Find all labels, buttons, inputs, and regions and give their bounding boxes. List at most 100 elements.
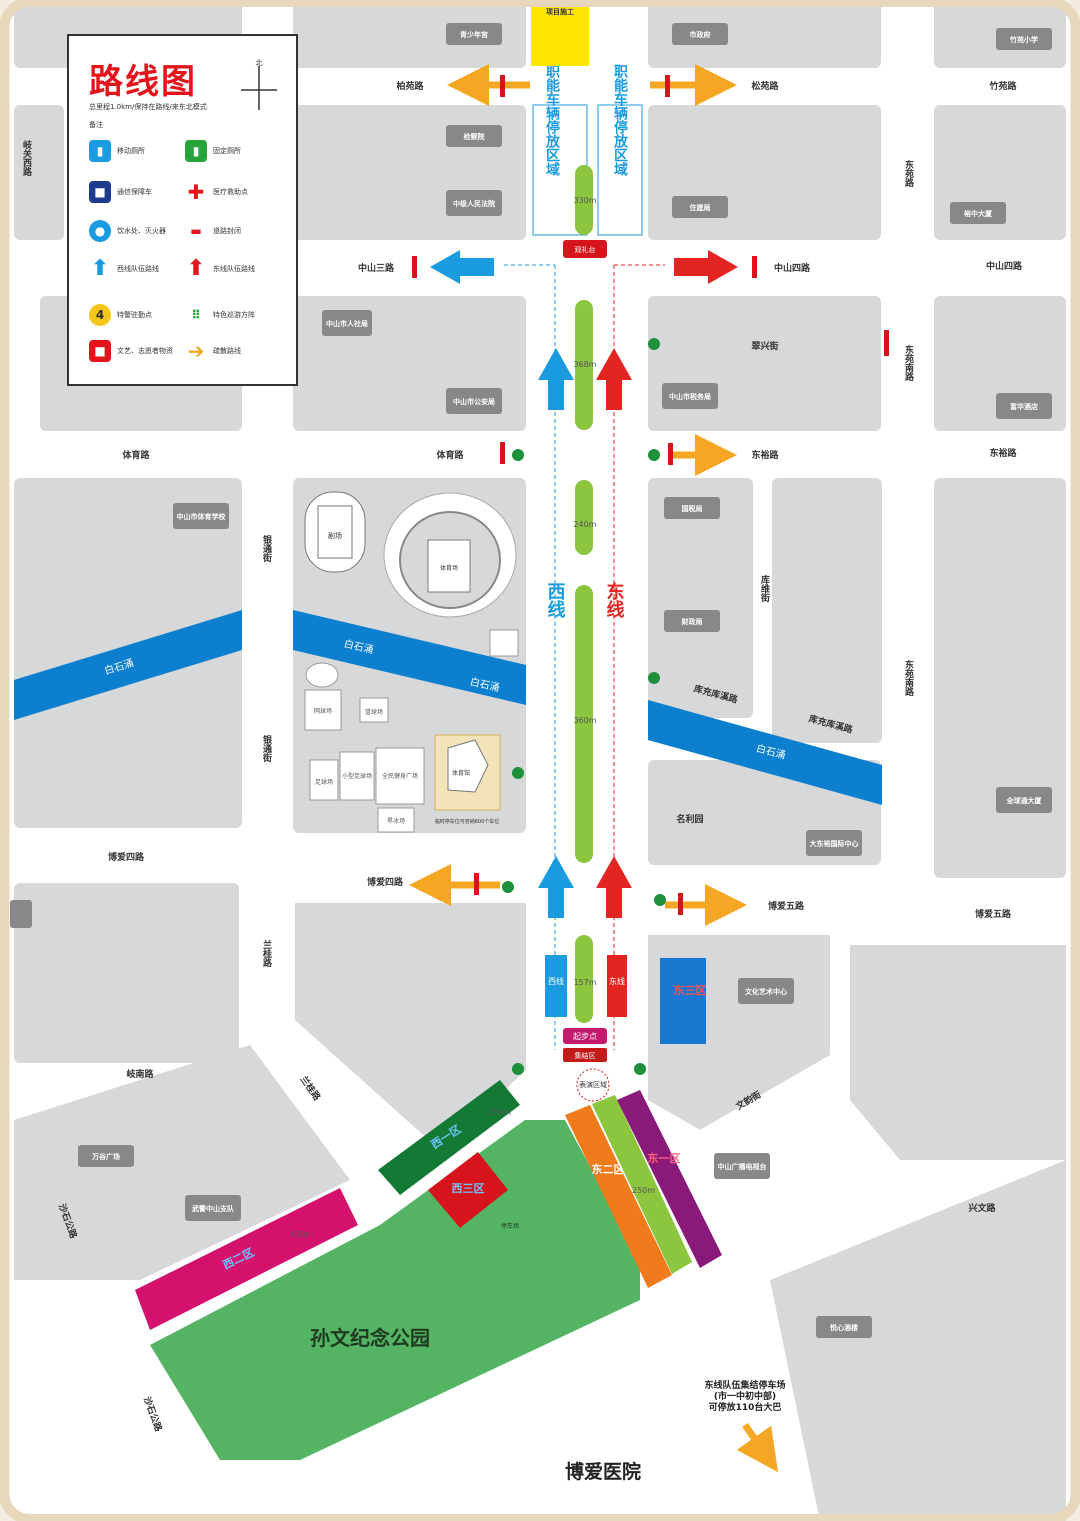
red-arrow-icon: ⬆ xyxy=(185,256,207,281)
dist-330: 330m xyxy=(573,196,596,205)
bld-wujing: 武警中山支队 xyxy=(192,1204,235,1213)
east-zone-green xyxy=(592,1095,692,1274)
legend-note: 备注 xyxy=(89,121,103,129)
legend-item-toilet: ▮移动厕所 xyxy=(89,140,145,162)
road-yintong: 银通街 xyxy=(261,534,273,563)
bld-renshe: 中山市人社局 xyxy=(326,319,368,328)
road-boai4-w: 博爱四路 xyxy=(108,851,145,863)
label-tiyuguan: 体育馆 xyxy=(452,769,470,777)
legend-subtitle: 总里程1.0km/保持在路线/来东北模式 xyxy=(89,103,207,111)
orange-arrow-icon: ➔ xyxy=(185,340,207,362)
hospital-label: 博爱医院 xyxy=(565,1460,641,1483)
road-dongyuan: 东苑路 xyxy=(903,159,914,188)
label-lanqiu: 篮球场 xyxy=(365,708,383,716)
fixed-toilet-icon: ▮ xyxy=(185,140,207,162)
road-boai5: 博爱五路 xyxy=(768,900,805,912)
label-xiaoxing: 小型足球场 xyxy=(342,772,372,780)
bld-shaonian: 青少年宫 xyxy=(460,30,488,39)
vertical-road-labels: 银通街 银通街 兰桂路 东苑路 东苑南路 东苑南路 岐关西路 库维街 xyxy=(21,139,914,968)
dist-240: 240m xyxy=(573,520,596,529)
west-zone-1 xyxy=(378,1080,520,1195)
bld-fuhua: 富华酒店 xyxy=(1010,402,1038,411)
bus-note-3: 可停放110台大巴 xyxy=(709,1401,782,1413)
west-small-label: 西线 xyxy=(548,976,564,986)
west-line-label: 西线 xyxy=(545,582,566,618)
road-cuixing: 翠兴街 xyxy=(751,340,778,352)
bld-guangbo: 中山广播电视台 xyxy=(718,1162,767,1171)
legend-item-bus: ■通信保障车 xyxy=(89,181,152,203)
legend-item-barrier: ▬道路封闭 xyxy=(185,220,241,242)
bld-wenhua: 文化艺术中心 xyxy=(745,987,787,996)
bld-guoshuiju: 国税局 xyxy=(682,504,703,513)
bld-gonganju: 中山市公安局 xyxy=(453,397,495,406)
parking-east-label: 职能车辆停放区域 xyxy=(612,64,629,177)
east-zone-3-label: 东三区 xyxy=(674,983,707,997)
bld-yuzhong: 裕中大厦 xyxy=(963,209,993,218)
dist-368: 368m xyxy=(573,360,596,369)
east-small-label: 东线 xyxy=(609,976,625,986)
east-line-label: 东线 xyxy=(604,581,625,618)
river xyxy=(14,610,882,805)
medical-cross-icon: ✚ xyxy=(185,181,207,203)
west-zone-2 xyxy=(135,1188,358,1330)
bld-zhujianju: 住建局 xyxy=(690,203,711,212)
road-yintong2: 银通街 xyxy=(261,734,273,763)
road-lanping: 兰桂路 xyxy=(261,939,273,968)
road-boai5-e: 博爱五路 xyxy=(975,908,1012,920)
road-zhongshan3: 中山三路 xyxy=(358,262,395,274)
label-quanmin: 全民健身广场 xyxy=(382,772,418,780)
label-tiyuchang: 体育场 xyxy=(440,564,458,572)
road-qiguan: 岐关西路 xyxy=(21,139,32,177)
road-tingnan: 岐南路 xyxy=(126,1068,154,1080)
bus-note-2: (市一中初中部) xyxy=(714,1390,776,1402)
building-tags xyxy=(10,0,1052,1338)
west-zone-3-label: 西三区 xyxy=(452,1182,485,1195)
legend-item-parade: ⠿特色巡游方阵 xyxy=(185,304,255,326)
gather-label: 集结区 xyxy=(575,1051,596,1060)
east-zone-2 xyxy=(565,1105,672,1288)
svg-text:北: 北 xyxy=(256,59,263,67)
stadium-complex xyxy=(304,491,519,833)
bld-xinxin: 悦心酒楼 xyxy=(830,1323,858,1332)
bld-quanqiutong: 全球通大厦 xyxy=(1006,796,1043,805)
road-zhongshan4: 中山四路 xyxy=(774,262,811,274)
legend-title: 路线图 xyxy=(89,62,197,102)
blue-arrow-icon: ⬆ xyxy=(89,256,111,281)
bld-zhuyuanxx: 竹苑小学 xyxy=(1009,35,1038,44)
bus-note-1: 东线队伍集结停车场 xyxy=(704,1379,785,1391)
east-zone-3 xyxy=(660,958,706,1044)
east-zone-2-label: 东二区 xyxy=(592,1162,625,1176)
legend-item-evac: ➔疏散路线 xyxy=(185,340,241,362)
police-icon: 4 xyxy=(89,304,111,326)
legend-item-west-route: ⬆西线队伍路线 xyxy=(89,256,159,281)
sun-yat-sen-park xyxy=(150,1120,640,1460)
bld-dadong: 大东裕国际中心 xyxy=(810,839,859,848)
legend-panel: 路线图 总里程1.0km/保持在路线/来东北模式 备注 北 ▮移动厕所 ▮固定厕… xyxy=(67,34,298,386)
central-corridor xyxy=(504,104,665,1102)
legend-item-supply: ■文艺、志愿者物资 xyxy=(89,340,173,362)
start-label: 起步点 xyxy=(573,1032,597,1041)
road-zhongshan4e: 中山四路 xyxy=(986,260,1023,272)
park-label: 孙文纪念公园 xyxy=(310,1326,430,1350)
bld-tiyuxx: 中山市体育学校 xyxy=(177,512,227,521)
label-temp-park: 临时停车位可容纳600个车位 xyxy=(435,818,500,825)
road-tiyu-c: 体育路 xyxy=(436,449,464,461)
bld-caizhengju: 财政局 xyxy=(681,617,703,626)
road-dongyuan2: 东苑南路 xyxy=(903,344,914,382)
legend-item-water: ●饮水处、灭火器 xyxy=(89,220,166,242)
legend-item-fixed-toilet: ▮固定厕所 xyxy=(185,140,241,162)
dist-157: 157m xyxy=(573,978,596,987)
label-luqiu: 旱冰场 xyxy=(387,817,405,825)
road-xingwen: 兴文路 xyxy=(968,1202,996,1214)
bld-jianchayuan: 检察院 xyxy=(464,132,485,141)
dist-360: 360m xyxy=(573,716,596,725)
parking-west-label: 职能车辆停放区域 xyxy=(544,64,561,177)
road-dongyu: 东裕路 xyxy=(751,449,779,461)
east-zone-1 xyxy=(617,1090,722,1268)
road-dongyu-e: 东裕路 xyxy=(989,447,1017,459)
reviewing-stand-label: 观礼台 xyxy=(575,245,596,254)
toilet-icon: ▮ xyxy=(89,140,111,162)
supply-icon: ■ xyxy=(89,340,111,362)
